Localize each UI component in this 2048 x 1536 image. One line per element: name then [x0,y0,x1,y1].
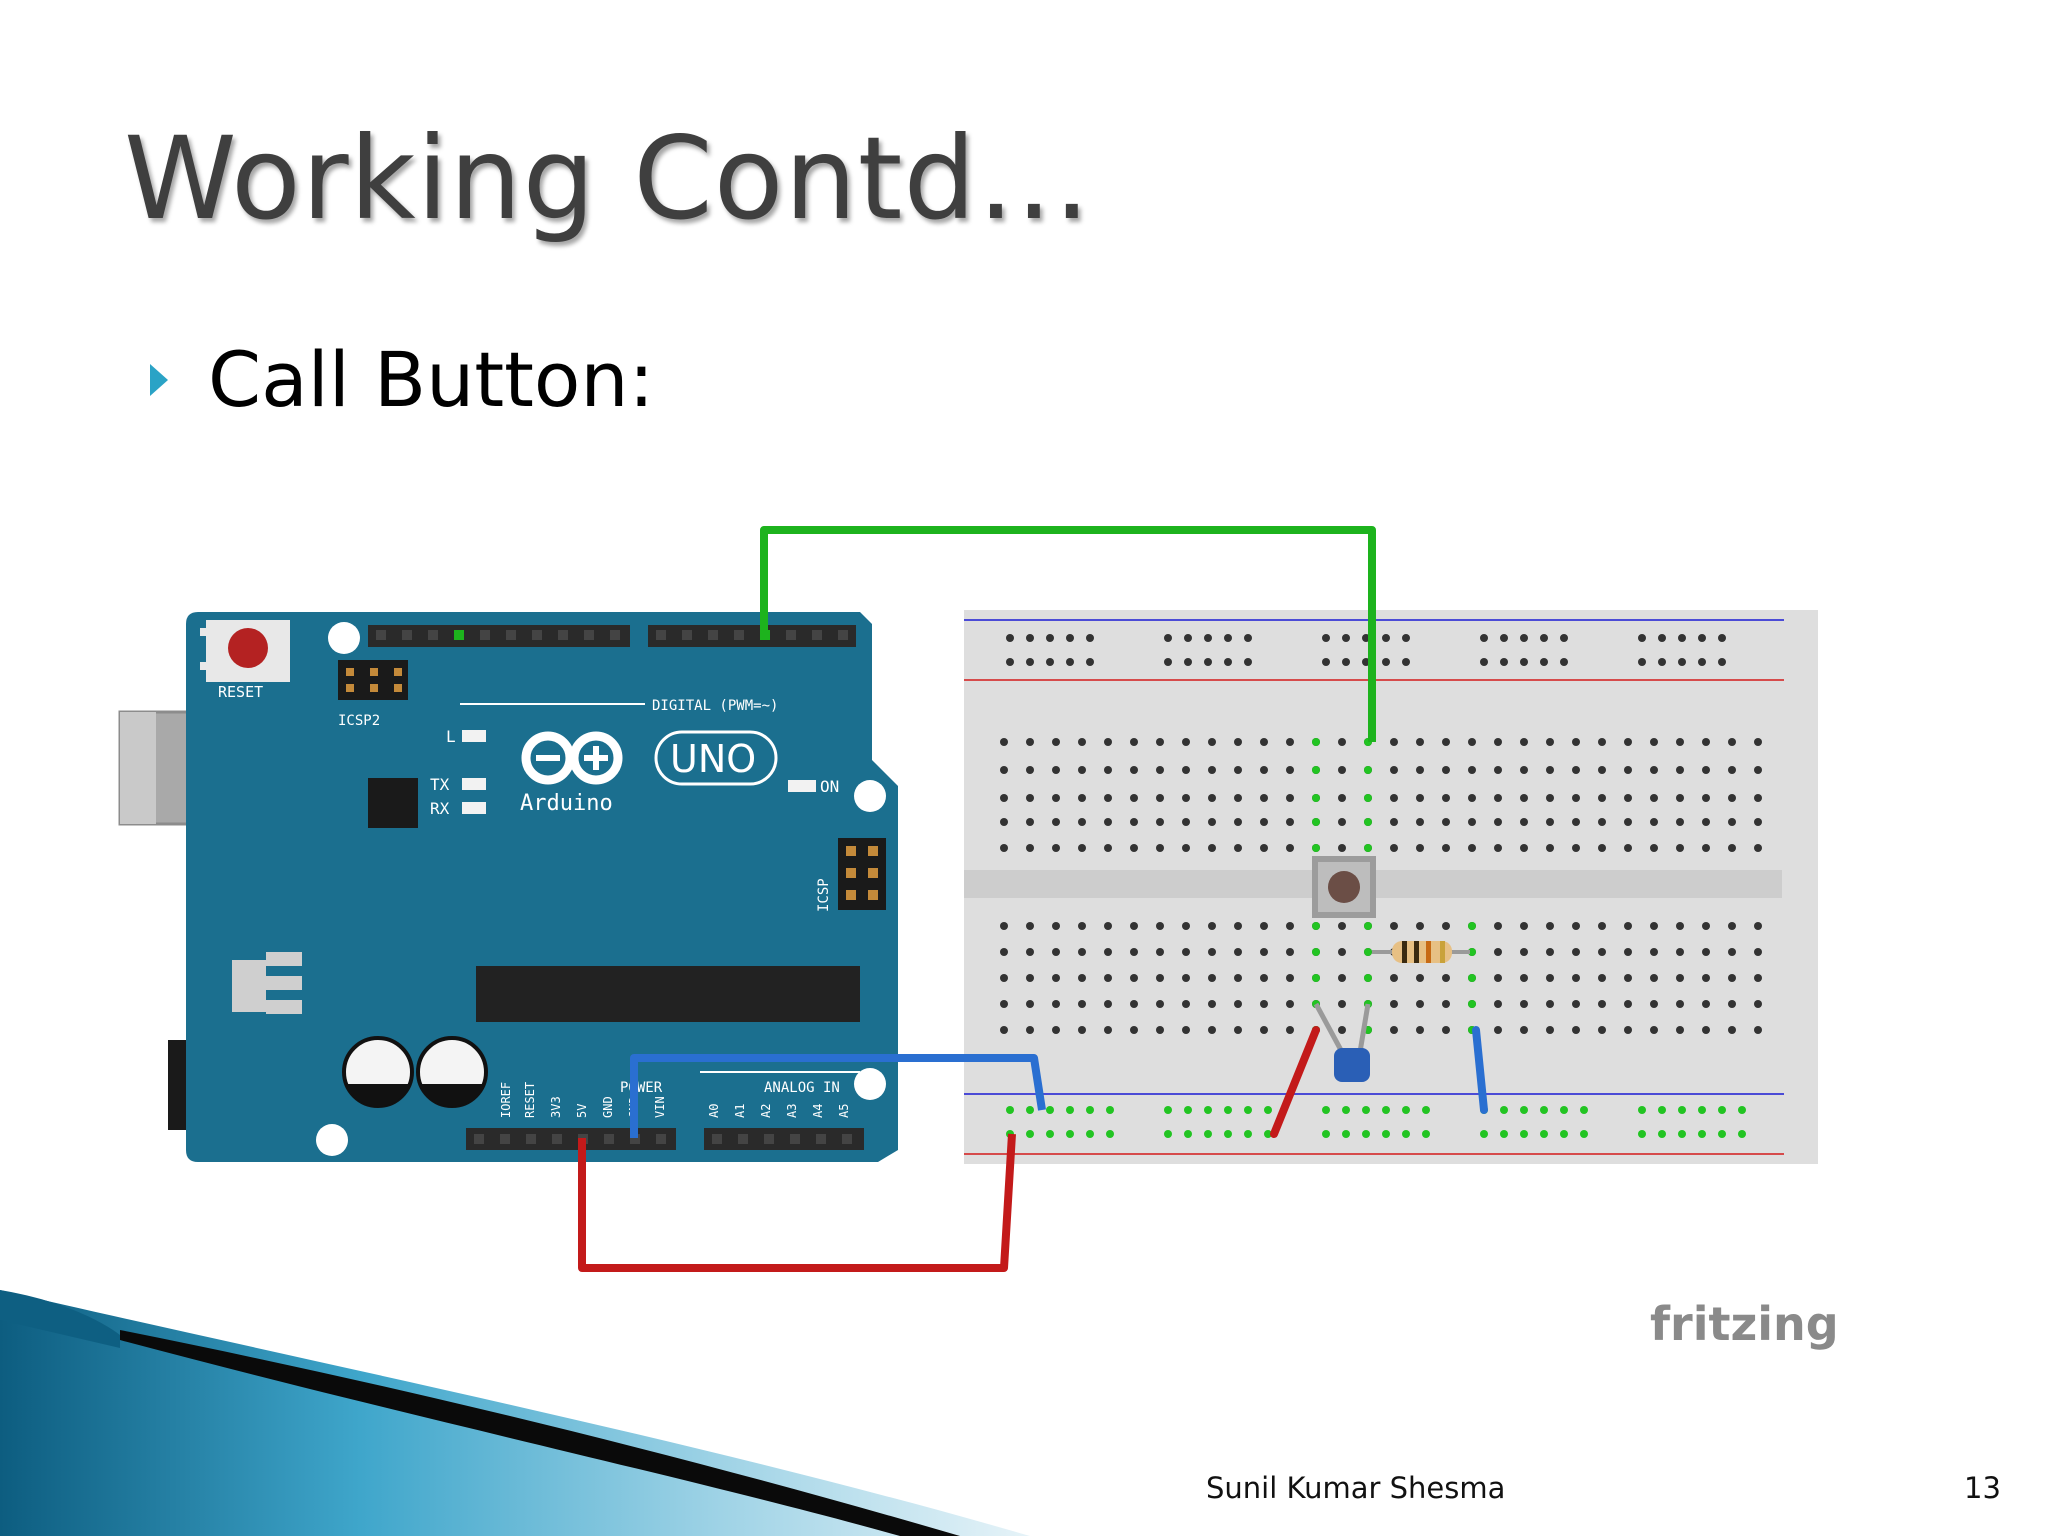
wire-blue-left [630,1054,1046,1138]
pin-label-3v3: 3V3 [549,1096,563,1118]
pin-label-vin: VIN [653,1096,667,1118]
pin-label-5v: 5V [575,1104,589,1118]
arduino-label: Arduino [520,791,613,816]
pin-label-gnd-1: GND [601,1096,615,1118]
tx-label: TX [430,775,450,794]
analog-in-label: ANALOG IN [764,1080,840,1096]
power-label: POWER [620,1080,663,1096]
analog-pin-labels: A0 A1 A2 A3 A4 A5 [707,1104,851,1118]
digital-label: DIGITAL (PWM=~) [652,698,778,714]
power-pin-labels: IOREF RESET 3V3 5V GND GND VIN [499,1082,667,1118]
power-rail-bottom [1006,1106,1746,1138]
uno-label: UNO [670,737,756,781]
pin-label-a5: A5 [837,1104,851,1118]
footer-author: Sunil Kumar Shesma [1206,1471,1506,1505]
bullet-item: Call Button: [150,335,654,424]
arduino-board [186,612,898,1162]
icsp2-label: ICSP2 [338,713,380,729]
wire-red-right [1270,1026,1320,1138]
wire-blue-right [1472,1026,1488,1114]
pin-label-a1: A1 [733,1104,747,1118]
fritzing-logo: fritzing [1650,1297,1839,1351]
bullet-triangle-icon [150,363,168,396]
wire-red-left [578,1133,1016,1272]
pin-label-ioref: IOREF [499,1082,513,1118]
power-header [466,1128,676,1150]
power-rail-top [1006,634,1726,666]
l-label: L [446,727,456,746]
digital-header-right [648,625,856,647]
piezo-buzzer [1334,1048,1370,1082]
pin-label-reset: RESET [523,1082,537,1118]
pin-label-a3: A3 [785,1104,799,1118]
on-label: ON [820,777,839,796]
slide-title: Working Contd… [124,112,1092,245]
rx-label: RX [430,799,450,818]
bullet-text: Call Button: [208,335,655,424]
breadboard-grid-top [1000,738,1762,852]
pin-label-a2: A2 [759,1104,773,1118]
usb-chip [368,778,418,828]
icsp-label: ICSP [816,878,832,912]
page-number: 13 [1964,1471,2001,1505]
analog-header [704,1128,864,1150]
atmega-chip [476,966,860,1022]
pin-label-a4: A4 [811,1104,825,1118]
arduino-logo [521,731,623,785]
pin-label-a0: A0 [707,1104,721,1118]
wire-green [760,526,1376,742]
reset-label: RESET [218,683,263,701]
